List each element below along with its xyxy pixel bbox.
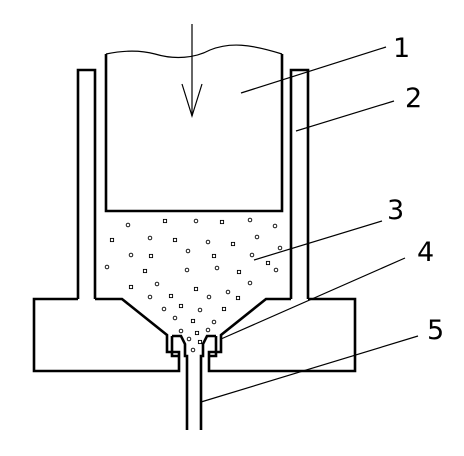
powder-particle — [277, 245, 283, 251]
powder-particle — [221, 306, 227, 312]
powder-particle — [148, 253, 154, 259]
powder-particle — [225, 289, 231, 295]
powder-particle — [219, 219, 225, 225]
piston — [104, 54, 284, 213]
leader-line-3 — [253, 220, 383, 261]
powder-particle — [104, 264, 110, 270]
powder-particle — [184, 267, 190, 273]
powder-particle — [186, 336, 192, 342]
powder-particle — [254, 234, 260, 240]
label-4: 4 — [417, 237, 434, 268]
powder-particle — [236, 269, 242, 275]
powder-particle — [162, 218, 168, 224]
powder-particle — [147, 294, 153, 300]
powder-particle — [214, 265, 220, 271]
powder-particle — [247, 280, 253, 286]
powder-particle — [109, 237, 115, 243]
powder-particle — [178, 303, 184, 309]
powder-particle — [205, 327, 211, 333]
powder-particle — [147, 235, 153, 241]
powder-particle — [172, 315, 178, 321]
powder-particle — [190, 347, 196, 353]
powder-particle — [205, 239, 211, 245]
powder-particle — [185, 248, 191, 254]
powder-particle — [168, 293, 174, 299]
powder-particle — [128, 284, 134, 290]
powder-particle — [193, 286, 199, 292]
powder-particle — [211, 319, 217, 325]
base-block — [32, 297, 357, 373]
powder-particle — [211, 253, 217, 259]
powder-particle — [172, 237, 178, 243]
powder-particle — [125, 222, 131, 228]
powder-particle — [190, 318, 196, 324]
down-arrow-icon — [181, 24, 203, 119]
powder-particle — [265, 260, 271, 266]
powder-particle — [197, 339, 203, 345]
nozzle-insert — [170, 334, 218, 374]
powder-particles — [104, 217, 283, 353]
piston-break-line — [105, 44, 283, 59]
powder-particle — [235, 295, 241, 301]
powder-particle — [197, 307, 203, 313]
leader-line-1 — [240, 46, 387, 94]
powder-particle — [193, 218, 199, 224]
outer-housing-wall-right — [289, 68, 310, 299]
outlet-tube — [185, 374, 203, 430]
powder-particle — [142, 268, 148, 274]
powder-particle — [206, 294, 212, 300]
powder-particle — [194, 330, 200, 336]
powder-particle — [154, 281, 160, 287]
label-3: 3 — [387, 195, 404, 226]
powder-particle — [128, 252, 134, 258]
leader-line-4 — [220, 257, 406, 340]
label-5: 5 — [427, 315, 444, 346]
powder-particle — [230, 241, 236, 247]
label-1: 1 — [393, 33, 410, 64]
outer-housing-wall-left — [76, 68, 97, 299]
powder-particle — [247, 217, 253, 223]
leader-line-2 — [295, 100, 395, 132]
powder-particle — [272, 223, 278, 229]
powder-particle — [249, 252, 255, 258]
label-2: 2 — [405, 83, 422, 114]
leader-line-5 — [200, 335, 419, 403]
powder-particle — [161, 306, 167, 312]
powder-particle — [178, 328, 184, 334]
powder-particle — [273, 267, 279, 273]
